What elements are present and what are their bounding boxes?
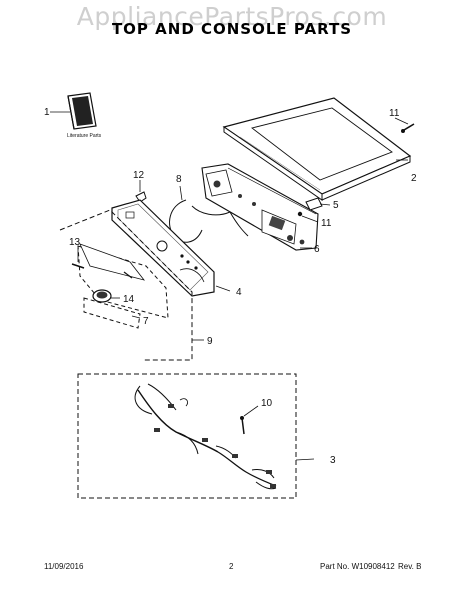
- console-frame: [201, 163, 319, 251]
- page-title: TOP AND CONSOLE PARTS: [111, 20, 353, 38]
- callout-11-top: 11: [389, 108, 400, 119]
- callout-10: 10: [261, 398, 273, 409]
- screw-13: [71, 248, 85, 269]
- bracket-5: [305, 197, 331, 211]
- callout-8: 8: [176, 174, 182, 185]
- callout-6: 6: [314, 244, 320, 255]
- callout-9: 9: [207, 336, 213, 347]
- footer-date: 11/09/2016: [44, 562, 84, 571]
- callout-7: 7: [143, 316, 149, 327]
- callout-13: 13: [69, 237, 81, 248]
- callout-4: 4: [236, 287, 242, 298]
- footer-part-number: Part No. W10908412: [320, 562, 395, 571]
- footer-page-number: 2: [229, 562, 234, 571]
- footer-revision: Rev. B: [398, 562, 422, 571]
- literature-parts-label: Literature Parts: [67, 133, 102, 139]
- callout-3: 3: [330, 455, 336, 466]
- main-wire-harness-3: [77, 373, 315, 499]
- clip-12: [135, 180, 147, 203]
- knob-14: [92, 289, 120, 303]
- callout-2: 2: [411, 173, 417, 184]
- top-panel: [222, 97, 412, 201]
- screw-11-middle: [297, 211, 319, 223]
- callout-5: 5: [333, 200, 339, 211]
- assembly-9-boundary: [59, 209, 193, 361]
- callout-1: 1: [44, 107, 50, 118]
- callout-12: 12: [133, 170, 145, 181]
- screw-10: [240, 405, 259, 435]
- console-panel: [111, 199, 231, 297]
- callout-11-middle: 11: [321, 218, 332, 229]
- screw-11-top: [394, 117, 415, 133]
- user-interface-7: [77, 243, 169, 329]
- literature-parts-booklet: Literature Parts: [50, 92, 102, 139]
- callout-14: 14: [123, 294, 135, 305]
- watermark-text: AppliancePartsPros.com: [76, 2, 388, 31]
